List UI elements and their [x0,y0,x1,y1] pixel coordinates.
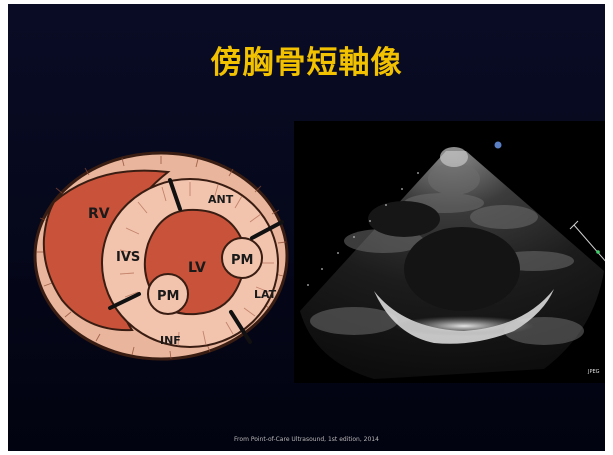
label-inf: INF [160,334,181,347]
image-credit: From Point-of-Care Ultrasound, 1st editi… [8,436,605,443]
slide: 傍胸骨短軸像 [8,4,605,451]
orientation-marker-icon [495,142,502,149]
echo-lv-cavity [404,227,520,311]
echocardiogram-image: JPEG [294,121,605,383]
label-rv: RV [88,206,110,222]
label-lv: LV [188,260,206,276]
echo-rv-cavity [368,201,440,237]
scale-bar-marker-icon [596,250,600,254]
label-pm-inferior: PM [157,289,179,304]
slide-title: 傍胸骨短軸像 [8,37,605,82]
echo-near-field [440,147,468,167]
label-ant: ANT [208,193,234,206]
label-lat: LAT [254,288,277,301]
label-pm-lateral: PM [231,253,253,268]
label-ivs: IVS [116,250,140,265]
echo-watermark: JPEG [587,369,600,375]
short-axis-diagram: RV IVS LV PM PM ANT LAT INF [28,142,308,394]
